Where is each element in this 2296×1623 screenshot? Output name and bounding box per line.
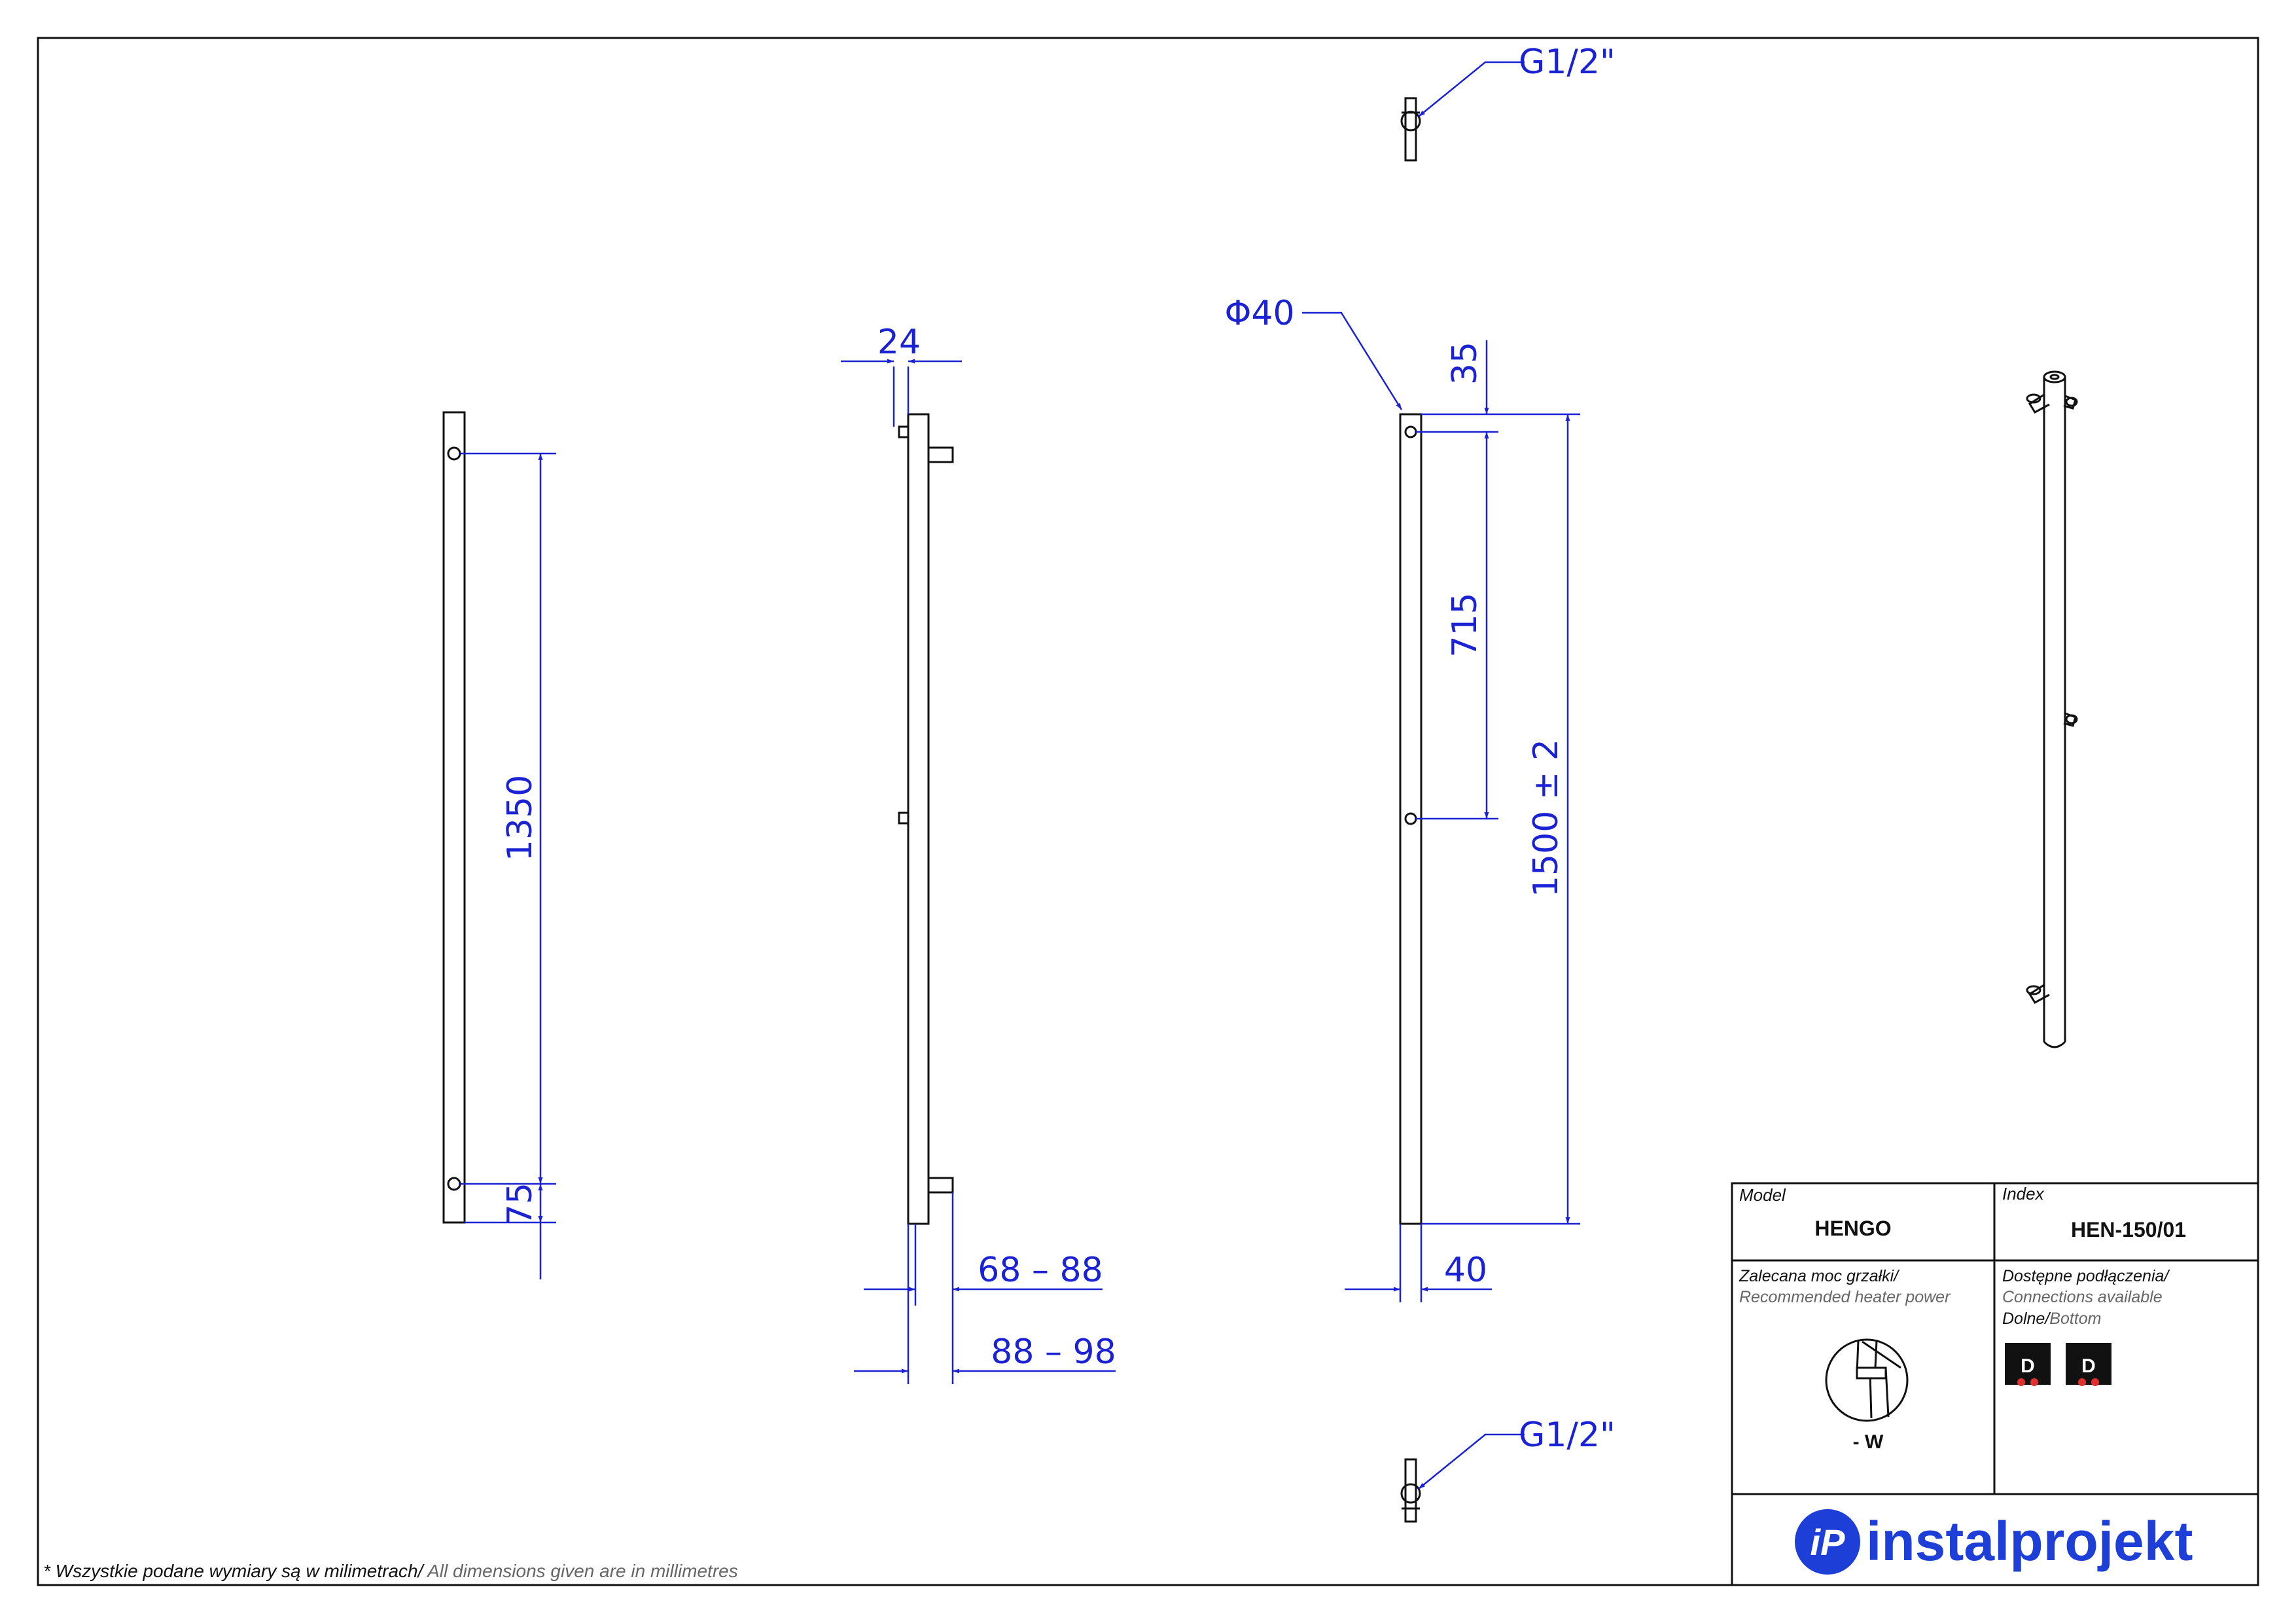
valve-top bbox=[1400, 97, 1421, 162]
connections-type-en: Bottom bbox=[2049, 1310, 2101, 1328]
depth-view-bar bbox=[907, 413, 930, 1225]
dim-depth-a: 68 – 88 bbox=[978, 1251, 1103, 1290]
front-view-port-mid bbox=[1404, 812, 1417, 825]
index-value: HEN-150/01 bbox=[2071, 1218, 2186, 1241]
connection-badge-2: D bbox=[2066, 1343, 2111, 1386]
heater-value: - W bbox=[1853, 1431, 1884, 1453]
connection-dot-icon bbox=[2078, 1378, 2086, 1386]
thread-bottom-callout bbox=[1418, 1433, 1525, 1489]
drawing-border bbox=[37, 37, 2259, 1586]
instalprojekt-logo: iP instalprojekt bbox=[1795, 1509, 2193, 1575]
front-view-dimensions bbox=[1302, 312, 1580, 1302]
side-view-dimensions bbox=[461, 452, 556, 1279]
depth-view-dimensions bbox=[841, 359, 1116, 1384]
dim-thread-top: G1/2" bbox=[1519, 43, 1616, 82]
footnote-en: All dimensions given are in millimetres bbox=[423, 1561, 737, 1581]
heater-icon bbox=[1825, 1338, 1909, 1422]
isometric-view bbox=[2026, 370, 2078, 1048]
model-value: HENGO bbox=[1814, 1217, 1891, 1240]
thread-top-callout bbox=[1418, 61, 1525, 117]
depth-view-pipe-top bbox=[927, 446, 954, 463]
connection-badge-2-label: D bbox=[2081, 1355, 2096, 1377]
connection-dot-icon bbox=[2091, 1378, 2099, 1386]
dim-front-width: 40 bbox=[1444, 1251, 1487, 1290]
dim-thread-bottom: G1/2" bbox=[1519, 1416, 1616, 1455]
connections-type: Dolne/Bottom bbox=[2002, 1310, 2101, 1328]
valve-bottom bbox=[1400, 1458, 1421, 1523]
brand-logo-mark: iP bbox=[1810, 1522, 1846, 1563]
dim-front-mid: 715 bbox=[1445, 592, 1485, 657]
connections-label-en: Connections available bbox=[2002, 1288, 2163, 1306]
dim-depth-top: 24 bbox=[877, 323, 921, 362]
side-view bbox=[442, 411, 466, 1224]
index-label: Index bbox=[2002, 1184, 2045, 1204]
connection-dot-icon bbox=[2030, 1378, 2038, 1386]
front-view-port-top bbox=[1404, 425, 1417, 438]
dim-diameter: Φ40 bbox=[1224, 294, 1294, 333]
dim-side-bottom: 75 bbox=[501, 1183, 540, 1226]
connections-label-pl: Dostępne podłączenia/ bbox=[2002, 1267, 2170, 1285]
depth-view-pipe-bottom bbox=[927, 1177, 954, 1194]
footnote-pl: * Wszystkie podane wymiary są w milimetr… bbox=[43, 1561, 425, 1581]
depth-view-bracket-mid bbox=[898, 812, 910, 825]
connections-type-pl: Dolne/ bbox=[2002, 1310, 2051, 1328]
side-view-mount-bottom bbox=[447, 1177, 461, 1191]
connection-badge-1-label: D bbox=[2021, 1355, 2035, 1377]
dim-side-spacing: 1350 bbox=[501, 775, 540, 861]
title-block bbox=[1731, 1182, 2259, 1586]
connection-dot-icon bbox=[2017, 1378, 2025, 1386]
side-view-mount-top bbox=[447, 446, 461, 461]
side-view-bar bbox=[442, 411, 466, 1224]
depth-view bbox=[898, 413, 954, 1225]
dim-depth-b: 88 – 98 bbox=[991, 1332, 1116, 1372]
connection-badge-1: D bbox=[2005, 1343, 2051, 1386]
model-label: Model bbox=[1739, 1185, 1786, 1205]
heater-label-pl: Zalecana moc grzałki/ bbox=[1739, 1267, 1900, 1285]
dim-front-height: 1500 ± 2 bbox=[1527, 739, 1566, 897]
dim-front-top: 35 bbox=[1445, 342, 1485, 385]
heater-label-en: Recommended heater power bbox=[1739, 1288, 1951, 1306]
brand-name: instalprojekt bbox=[1866, 1510, 2193, 1572]
footnote: * Wszystkie podane wymiary są w milimetr… bbox=[43, 1561, 738, 1581]
depth-view-bracket-top bbox=[898, 425, 910, 438]
